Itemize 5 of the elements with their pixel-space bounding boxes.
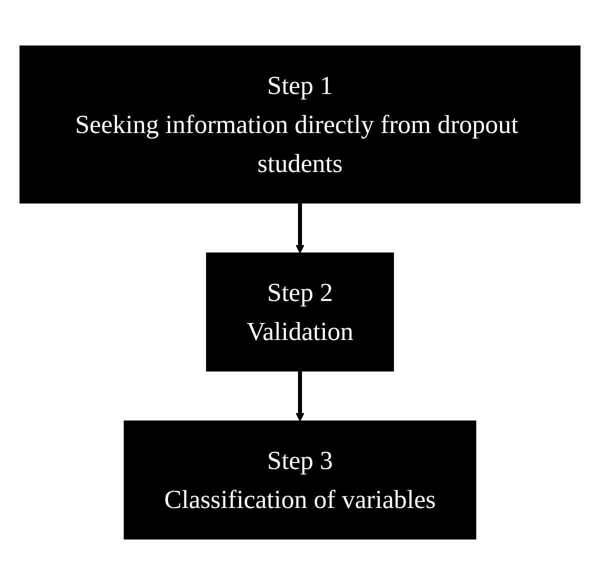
- arrow: [296, 202, 304, 253]
- arrow: [296, 370, 304, 421]
- node-box: Step 3 Classification of variables: [124, 420, 476, 539]
- node-box: Step 1 Seeking information directly from dropout students: [20, 45, 580, 203]
- node-box: Step 2 Validation: [206, 252, 394, 371]
